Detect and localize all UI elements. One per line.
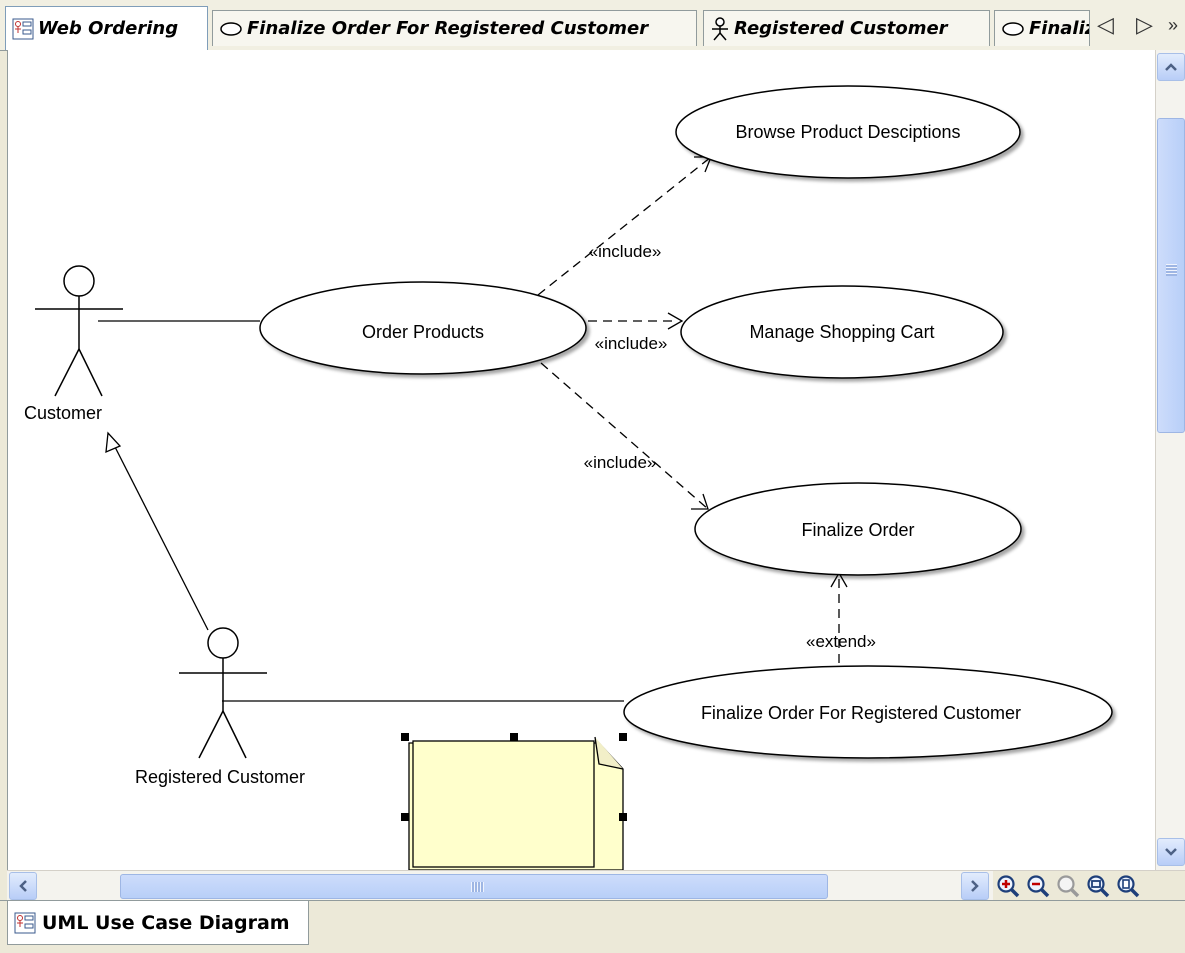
use-case-icon xyxy=(220,21,242,36)
use-case-diagram: Browse Product Desciptions Order Product… xyxy=(24,85,1113,870)
zoom-out-button[interactable] xyxy=(1025,873,1051,899)
include-finalize-dependency[interactable] xyxy=(540,362,709,510)
diagram-canvas[interactable]: Browse Product Desciptions Order Product… xyxy=(7,50,1156,870)
use-case-finalize-order[interactable]: Finalize Order xyxy=(694,482,1022,576)
scroll-up-button[interactable] xyxy=(1157,53,1185,81)
zoom-page-icon xyxy=(1117,874,1140,897)
diagram-icon xyxy=(12,18,34,39)
horizontal-scroll-thumb[interactable] xyxy=(120,874,828,899)
extend-label: «extend» xyxy=(806,632,876,651)
zoom-toolbar xyxy=(993,870,1185,900)
bottom-tab-strip: UML Use Case Diagram xyxy=(0,900,1185,953)
actor-customer[interactable] xyxy=(35,265,123,397)
use-case-label: Finalize Order xyxy=(801,520,914,540)
diagram-icon xyxy=(14,912,36,933)
use-case-finalize-registered[interactable]: Finalize Order For Registered Customer xyxy=(623,665,1113,759)
chevron-right-icon xyxy=(971,880,979,892)
horizontal-scrollbar[interactable] xyxy=(7,870,993,901)
chevron-left-icon xyxy=(19,880,27,892)
include-label: «include» xyxy=(589,242,662,261)
zoom-in-icon xyxy=(997,874,1020,897)
diagram-tab-strip: Web Ordering Finalize Order For Register… xyxy=(0,0,1185,51)
generalization-registered-to-customer[interactable] xyxy=(105,431,209,631)
use-case-icon xyxy=(1002,21,1024,36)
tab-finalize-order-registered[interactable]: Finalize Order For Registered Customer xyxy=(212,10,697,46)
zoom-out-icon xyxy=(1027,874,1050,897)
tab-label: Finaliz xyxy=(1029,18,1090,39)
scroll-right-button[interactable] xyxy=(961,872,989,900)
grip-icon xyxy=(1166,264,1177,276)
tab-overflow-button[interactable]: » xyxy=(1168,15,1179,35)
tab-label: Finalize Order For Registered Customer xyxy=(247,18,649,39)
tab-uml-use-case-diagram[interactable]: UML Use Case Diagram xyxy=(7,901,309,945)
vertical-scroll-thumb[interactable] xyxy=(1157,118,1185,433)
actor-label: Registered Customer xyxy=(135,767,305,787)
zoom-fit-icon xyxy=(1087,874,1110,897)
tab-label: Web Ordering xyxy=(38,18,179,39)
zoom-fit-button[interactable] xyxy=(1085,873,1111,899)
tab-registered-customer[interactable]: Registered Customer xyxy=(703,10,990,46)
zoom-in-button[interactable] xyxy=(995,873,1021,899)
include-label: «include» xyxy=(595,334,668,353)
bottom-tab-label: UML Use Case Diagram xyxy=(42,911,290,934)
chevron-up-icon xyxy=(1165,63,1177,71)
tab-finalize-truncated[interactable]: Finaliz xyxy=(994,10,1090,46)
use-case-manage-cart[interactable]: Manage Shopping Cart xyxy=(680,285,1004,379)
scroll-down-button[interactable] xyxy=(1157,838,1185,866)
chevron-down-icon xyxy=(1165,848,1177,856)
actor-label: Customer xyxy=(24,403,102,423)
zoom-reset-button[interactable] xyxy=(1055,873,1081,899)
include-label: «include» xyxy=(584,453,657,472)
use-case-label: Finalize Order For Registered Customer xyxy=(701,703,1021,723)
zoom-reset-icon xyxy=(1057,874,1080,897)
actor-icon xyxy=(712,16,728,40)
zoom-page-button[interactable] xyxy=(1115,873,1141,899)
use-case-label: Manage Shopping Cart xyxy=(749,322,934,342)
tab-scroll-left-button[interactable]: ◁ xyxy=(1097,12,1114,37)
tab-label: Registered Customer xyxy=(734,18,948,39)
use-case-label: Order Products xyxy=(362,322,484,342)
use-case-order-products[interactable]: Order Products xyxy=(259,281,587,375)
use-case-label: Browse Product Desciptions xyxy=(735,122,960,142)
include-cart-dependency[interactable] xyxy=(588,312,684,330)
grip-icon xyxy=(471,882,484,892)
use-case-browse[interactable]: Browse Product Desciptions xyxy=(675,85,1021,179)
vertical-scrollbar[interactable] xyxy=(1155,50,1185,870)
include-browse-dependency[interactable] xyxy=(537,156,712,296)
note-element[interactable] xyxy=(401,733,627,870)
scroll-left-button[interactable] xyxy=(9,872,37,900)
tab-scroll-right-button[interactable]: ▷ xyxy=(1136,12,1153,37)
actor-registered-customer[interactable] xyxy=(179,627,267,759)
tab-web-ordering[interactable]: Web Ordering xyxy=(5,6,208,50)
